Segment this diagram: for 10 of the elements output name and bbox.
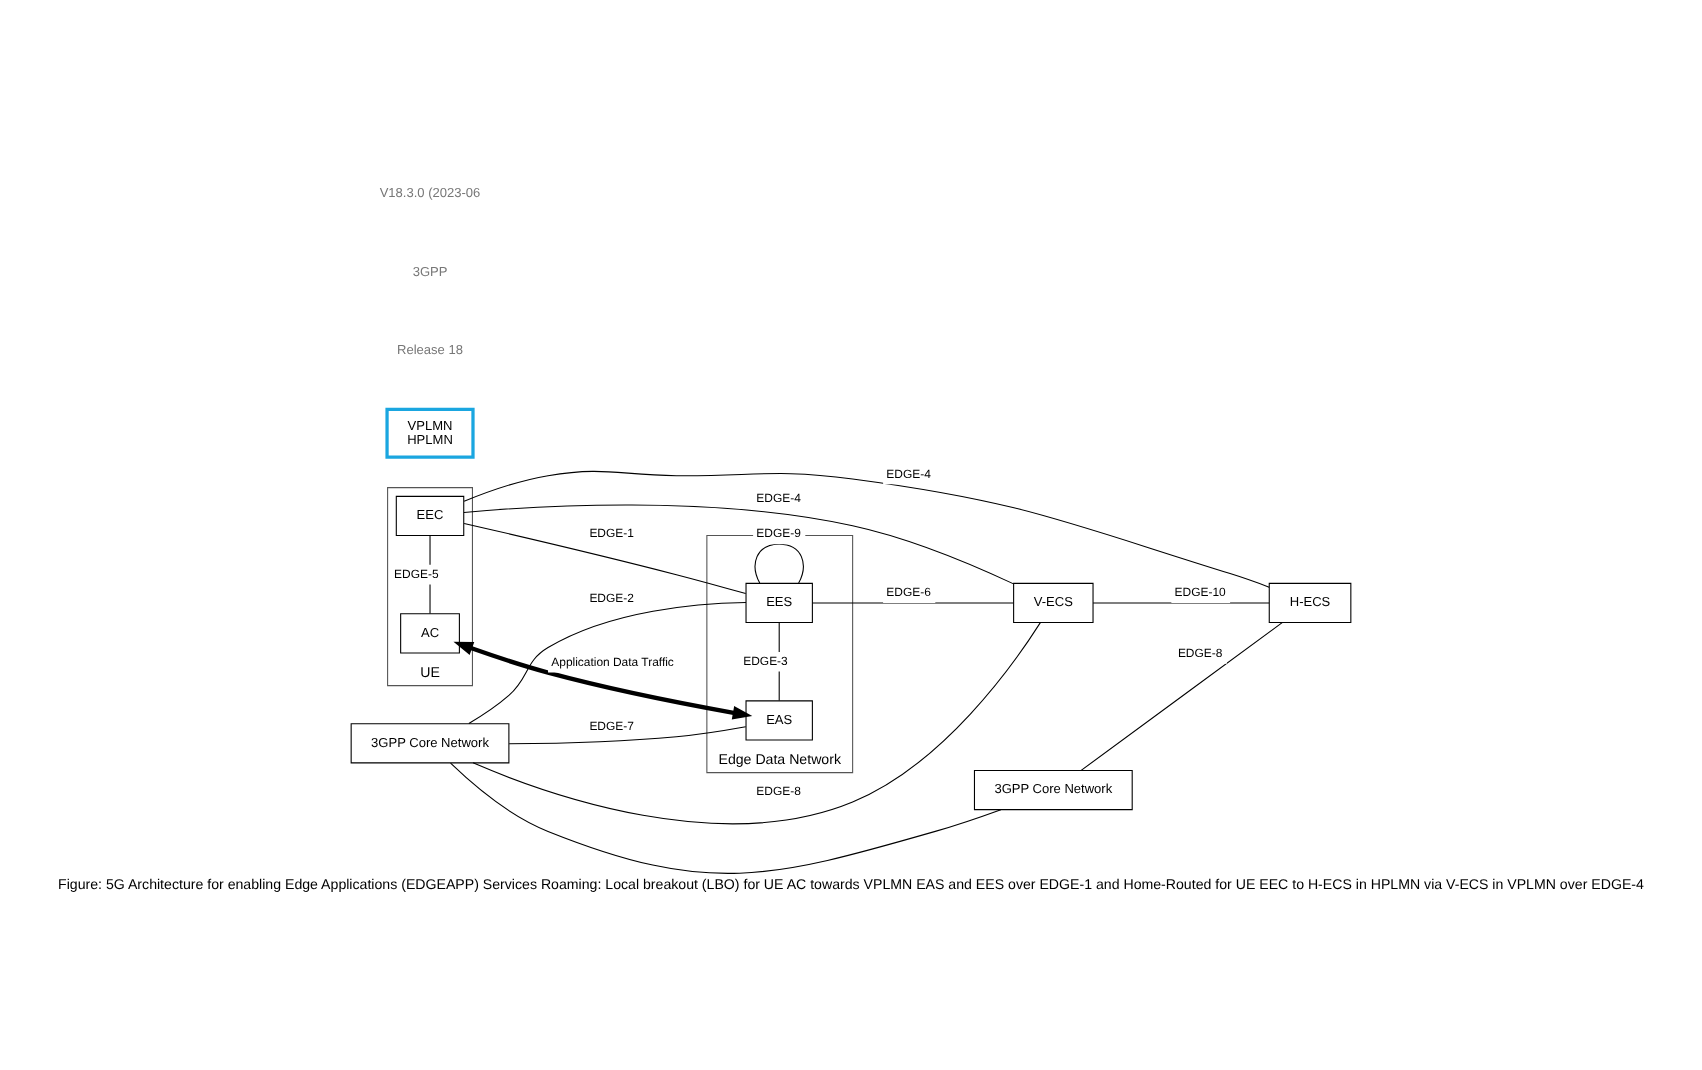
connector <box>463 503 1015 584</box>
connector <box>754 542 804 583</box>
connector <box>468 600 747 723</box>
connector <box>508 725 747 744</box>
connector <box>450 761 1002 873</box>
connector <box>1080 621 1283 770</box>
arrow <box>453 640 753 719</box>
connector <box>463 469 1270 587</box>
connector <box>1092 601 1270 603</box>
connector <box>812 601 1014 603</box>
